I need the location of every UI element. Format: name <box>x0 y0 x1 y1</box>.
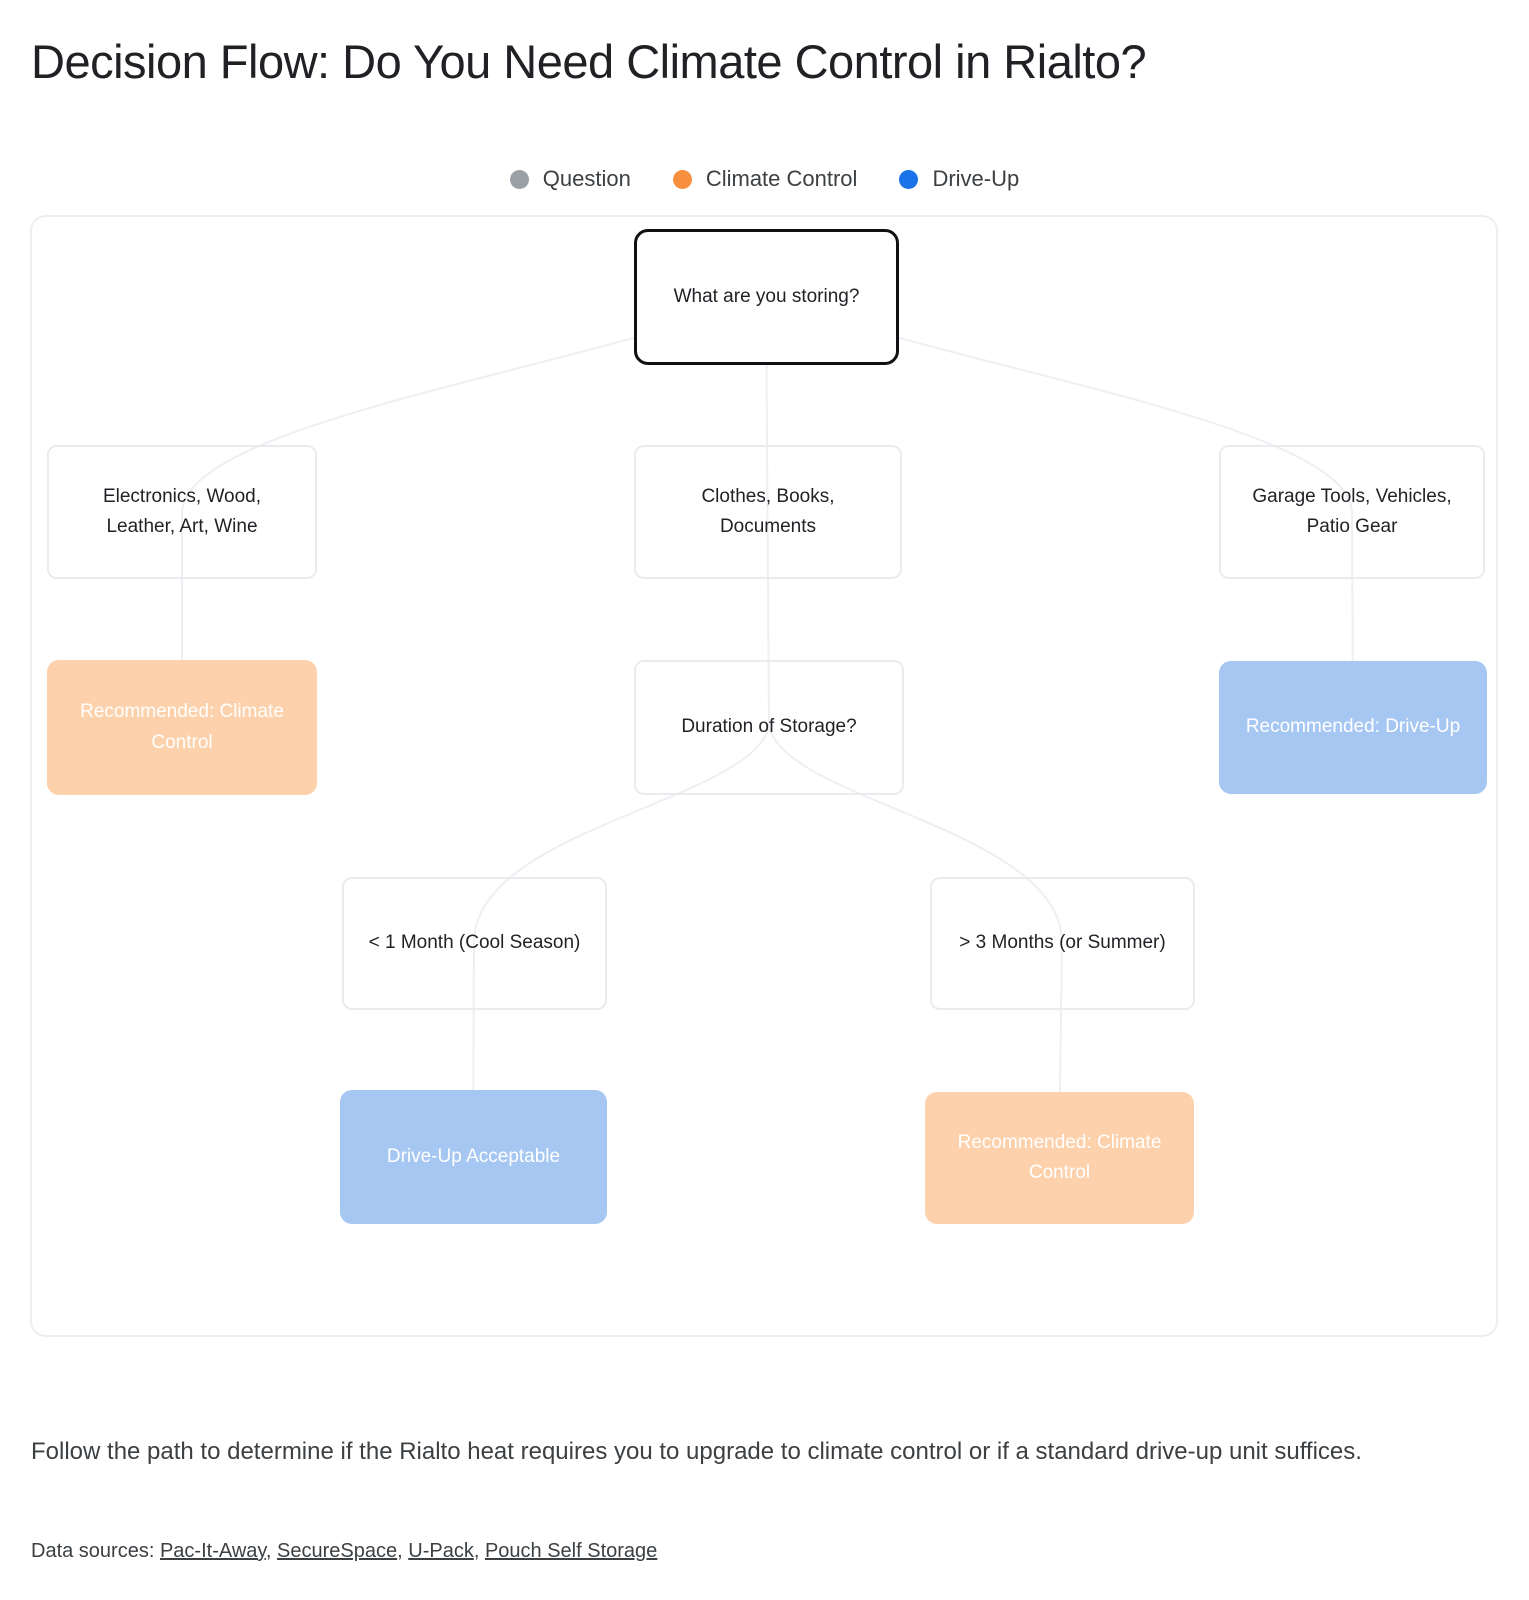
source-link-u-pack[interactable]: U-Pack <box>408 1540 474 1562</box>
legend-label: Drive-Up <box>932 166 1020 191</box>
page-title: Decision Flow: Do You Need Climate Contr… <box>31 35 1147 88</box>
node-clothes-books-documents: Clothes, Books, Documents <box>634 445 902 579</box>
climate-control-legend-dot-icon <box>672 169 692 189</box>
node-duration-of-storage: Duration of Storage? <box>634 660 904 795</box>
edge-root-to-clothes <box>765 294 770 730</box>
source-separator: , <box>473 1540 485 1562</box>
legend-label: Climate Control <box>705 166 858 191</box>
flowchart-canvas: What are you storing? Electronics, Wood,… <box>30 215 1498 1337</box>
node-recommended-climate-control-bottom: Recommended: Climate Control <box>925 1092 1194 1224</box>
figure-caption: Follow the path to determine if the Rial… <box>31 1438 1362 1465</box>
question-legend-dot-icon <box>509 169 529 189</box>
source-link-securespace[interactable]: SecureSpace <box>277 1540 398 1562</box>
source-separator: , <box>397 1540 409 1562</box>
legend-item-drive-up: Drive-Up <box>899 166 1019 192</box>
node-more-than-3-months: > 3 Months (or Summer) <box>930 877 1195 1010</box>
edge-duration-to-lt1month <box>472 726 770 1160</box>
source-link-pac-it-away[interactable]: Pac-It-Away <box>159 1540 266 1562</box>
legend-item-climate-control: Climate Control <box>672 166 858 192</box>
node-recommended-climate-control-left: Recommended: Climate Control <box>47 660 317 795</box>
source-link-pouch-self-storage[interactable]: Pouch Self Storage <box>484 1540 658 1562</box>
drive-up-legend-dot-icon <box>899 169 919 189</box>
legend-item-question: Question <box>509 166 631 192</box>
node-drive-up-acceptable: Drive-Up Acceptable <box>340 1090 607 1224</box>
node-electronics-wood-leather-art-wine: Electronics, Wood, Leather, Art, Wine <box>47 445 317 579</box>
data-sources-line: Data sources: Pac-It-Away, SecureSpace, … <box>31 1540 657 1563</box>
source-separator: , <box>265 1540 278 1562</box>
node-recommended-drive-up: Recommended: Drive-Up <box>1219 661 1487 794</box>
edge-duration-to-gt3months <box>768 726 1064 1161</box>
node-garage-tools-vehicles-patio-gear: Garage Tools, Vehicles, Patio Gear <box>1219 445 1485 579</box>
data-sources-label: Data sources: <box>31 1540 155 1562</box>
node-less-than-1-month: < 1 Month (Cool Season) <box>342 877 607 1010</box>
legend-label: Question <box>542 166 631 191</box>
node-what-are-you-storing: What are you storing? <box>634 229 899 365</box>
legend: Question Climate Control Drive-Up <box>0 166 1529 192</box>
